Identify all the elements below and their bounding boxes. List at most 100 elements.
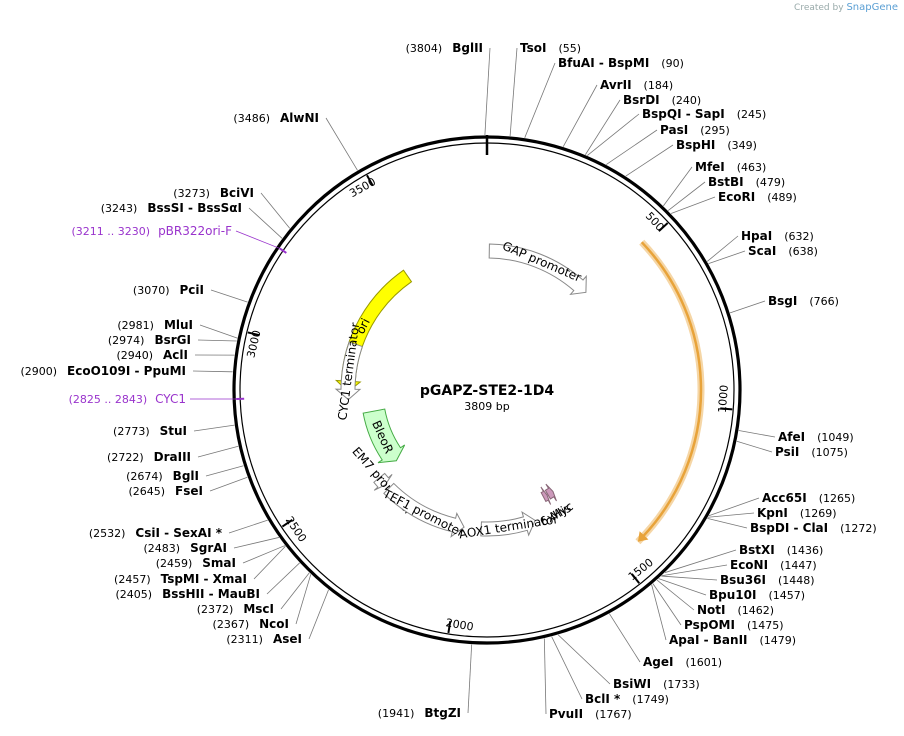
site-leader bbox=[656, 579, 695, 611]
site-position: (3804) bbox=[406, 42, 443, 55]
feature-arrow[interactable] bbox=[544, 483, 557, 502]
site-label[interactable]: BsrGI (2974) bbox=[108, 333, 191, 347]
site-label[interactable]: AclI(2940) bbox=[116, 348, 188, 362]
site-name: DraIII bbox=[154, 450, 191, 464]
site-position: (1475) bbox=[747, 619, 784, 632]
primer-mark[interactable] bbox=[279, 247, 287, 254]
primer-name[interactable]: CYC1 bbox=[155, 392, 186, 406]
site-label[interactable]: AfeI(1049) bbox=[778, 430, 854, 444]
site-label[interactable]: PspOMI(1475) bbox=[684, 618, 784, 632]
credit-prefix: Created by bbox=[794, 3, 844, 13]
site-leader bbox=[280, 572, 310, 610]
site-label[interactable]: PsiI(1075) bbox=[775, 445, 848, 459]
site-name: BsrGI bbox=[154, 333, 191, 347]
site-label[interactable]: MluI(2981) bbox=[117, 318, 193, 332]
site-name: BglII bbox=[452, 41, 483, 55]
site-label[interactable]: BspHI(349) bbox=[676, 138, 757, 152]
site-label[interactable]: MfeI(463) bbox=[695, 160, 766, 174]
site-label[interactable]: BsiWI(1733) bbox=[613, 677, 700, 691]
site-name: Bpu10I bbox=[709, 588, 756, 602]
site-label[interactable]: KpnI(1269) bbox=[757, 506, 836, 520]
site-label[interactable]: BsrDI(240) bbox=[623, 93, 701, 107]
site-label[interactable]: ApaI - BanII(1479) bbox=[669, 633, 796, 647]
site-position: (638) bbox=[788, 245, 818, 258]
site-label[interactable]: Bpu10I(1457) bbox=[709, 588, 805, 602]
site-label[interactable]: EcoO109I - PpuMI(2900) bbox=[20, 364, 186, 378]
site-label[interactable]: BsgI(766) bbox=[768, 294, 839, 308]
site-label[interactable]: BssHII - MauBI(2405) bbox=[115, 587, 260, 601]
feature-arrow[interactable] bbox=[334, 341, 363, 401]
feature-arrow[interactable] bbox=[383, 482, 465, 538]
site-label[interactable]: EcoNI(1447) bbox=[730, 558, 817, 572]
site-label[interactable]: NotI(1462) bbox=[697, 603, 774, 617]
site-name: BssSI - BssSαI bbox=[147, 201, 242, 215]
feature-label: TEF1 promoter bbox=[380, 486, 466, 540]
site-position: (2974) bbox=[108, 334, 145, 347]
site-label[interactable]: TsoI (55) bbox=[520, 41, 581, 55]
site-leader bbox=[729, 300, 766, 314]
site-name: MscI bbox=[243, 602, 274, 616]
site-position: (2532) bbox=[89, 527, 126, 540]
site-label[interactable]: BtgZI(1941) bbox=[378, 706, 461, 720]
site-label[interactable]: DraIII(2722) bbox=[107, 450, 191, 464]
site-label[interactable]: AvrII(184) bbox=[600, 78, 673, 92]
feature-arrow[interactable] bbox=[488, 243, 587, 295]
plasmid-size: 3809 bp bbox=[464, 400, 509, 413]
site-label[interactable]: BglI(2674) bbox=[126, 469, 199, 483]
site-label[interactable]: AseI(2311) bbox=[226, 632, 302, 646]
site-label[interactable]: ScaI(638) bbox=[748, 244, 818, 258]
feature-arrow[interactable] bbox=[540, 486, 552, 505]
site-name: AlwNI bbox=[280, 111, 319, 125]
site-label[interactable]: EcoRI(489) bbox=[718, 190, 797, 204]
site-name: TsoI bbox=[520, 41, 546, 55]
primer-name[interactable]: pBR322ori-F bbox=[158, 224, 232, 238]
site-label[interactable]: BfuAI - BspMI(90) bbox=[558, 56, 684, 70]
feature-arrow[interactable] bbox=[362, 408, 406, 464]
site-label[interactable]: BssSI - BssSαI(3243) bbox=[101, 201, 242, 215]
site-label[interactable]: MscI (2372) bbox=[197, 602, 274, 616]
site-label[interactable]: AgeI(1601) bbox=[643, 655, 722, 669]
site-label[interactable]: TspMI - XmaI(2457) bbox=[114, 572, 247, 586]
site-position: (3273) bbox=[173, 187, 210, 200]
site-label[interactable]: HpaI(632) bbox=[741, 229, 814, 243]
site-name: FseI bbox=[175, 484, 203, 498]
site-position: (2372) bbox=[197, 603, 234, 616]
site-label[interactable]: BstBI(479) bbox=[708, 175, 785, 189]
site-label[interactable]: FseI(2645) bbox=[128, 484, 203, 498]
site-label[interactable]: SgrAI(2483) bbox=[144, 541, 227, 555]
site-label[interactable]: BglII (3804) bbox=[406, 41, 483, 55]
site-position: (55) bbox=[558, 42, 581, 55]
site-name: BstXI bbox=[739, 543, 775, 557]
tick-line bbox=[447, 620, 452, 634]
site-leader bbox=[706, 235, 739, 262]
site-name: AseI bbox=[273, 632, 302, 646]
site-label[interactable]: BspQI - SapI(245) bbox=[642, 107, 766, 121]
site-label[interactable]: Bsu36I(1448) bbox=[720, 573, 815, 587]
site-label[interactable]: PciI(3070) bbox=[133, 283, 204, 297]
site-label[interactable]: BspDI - ClaI(1272) bbox=[750, 521, 877, 535]
insert-arc bbox=[635, 239, 705, 545]
site-label[interactable]: SmaI(2459) bbox=[156, 556, 236, 570]
site-leader bbox=[707, 517, 748, 529]
site-position: (479) bbox=[756, 176, 786, 189]
site-label[interactable]: BciVI(3273) bbox=[173, 186, 254, 200]
site-name: MfeI bbox=[695, 160, 725, 174]
site-label[interactable]: Acc65I(1265) bbox=[762, 491, 855, 505]
site-label[interactable]: NcoI(2367) bbox=[213, 617, 289, 631]
snapgene-brand: SnapGene bbox=[846, 2, 898, 13]
site-position: (349) bbox=[727, 139, 757, 152]
site-position: (3070) bbox=[133, 284, 170, 297]
feature-arrow[interactable] bbox=[373, 472, 393, 491]
site-label[interactable]: BstXI(1436) bbox=[739, 543, 823, 557]
feature-label: CYC1 terminator bbox=[335, 322, 362, 421]
site-label[interactable]: PvuII(1767) bbox=[549, 707, 632, 721]
site-label[interactable]: AlwNI(3486) bbox=[233, 111, 319, 125]
site-label[interactable]: BclI *(1749) bbox=[585, 692, 669, 706]
site-leader bbox=[253, 545, 286, 580]
site-name: EcoNI bbox=[730, 558, 768, 572]
feature-arrow[interactable] bbox=[480, 510, 536, 537]
site-label[interactable]: PasI(295) bbox=[660, 123, 730, 137]
site-label[interactable]: CsiI - SexAI *(2532) bbox=[89, 526, 223, 540]
site-label[interactable]: StuI(2773) bbox=[113, 424, 187, 438]
